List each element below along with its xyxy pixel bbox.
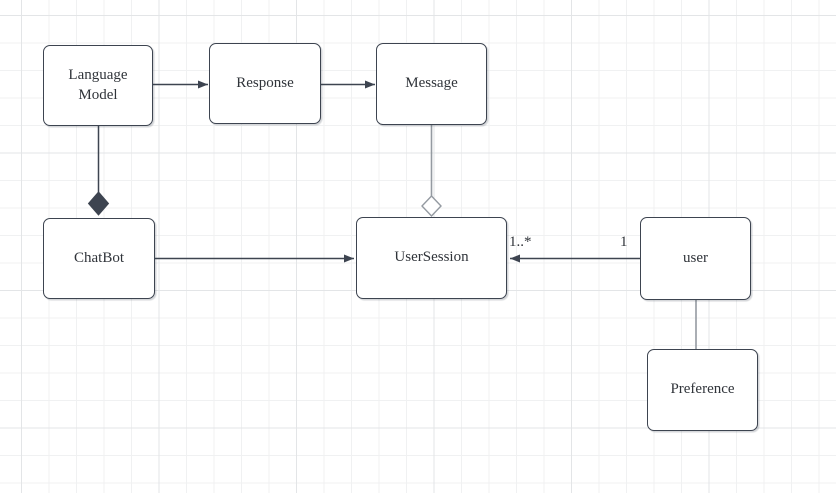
edge-multiplicity-label-source[interactable]: 1 bbox=[620, 234, 628, 250]
node-label: Message bbox=[405, 75, 458, 92]
node-user[interactable]: user bbox=[640, 217, 751, 300]
edge-language-model-to-chatbot[interactable] bbox=[87, 126, 110, 216]
node-chatbot[interactable]: ChatBot bbox=[43, 218, 155, 299]
node-label: Response bbox=[236, 74, 294, 91]
edge-message-to-user-session[interactable] bbox=[421, 125, 442, 218]
node-label: UserSession bbox=[394, 249, 469, 266]
node-language-model[interactable]: Language Model bbox=[43, 45, 153, 126]
node-label: Preference bbox=[670, 381, 735, 398]
node-message[interactable]: Message bbox=[376, 43, 487, 125]
node-response[interactable]: Response bbox=[209, 43, 321, 124]
node-user-session[interactable]: UserSession bbox=[356, 217, 507, 299]
node-preference[interactable]: Preference bbox=[647, 349, 758, 431]
node-label: user bbox=[683, 249, 708, 266]
hollow-diamond-aggregation-icon[interactable] bbox=[421, 194, 442, 218]
node-label: Language Model bbox=[68, 67, 128, 103]
filled-diamond-composition-icon[interactable] bbox=[87, 191, 110, 216]
node-label: ChatBot bbox=[73, 249, 124, 266]
edge-multiplicity-label-target[interactable]: 1..* bbox=[509, 234, 532, 250]
